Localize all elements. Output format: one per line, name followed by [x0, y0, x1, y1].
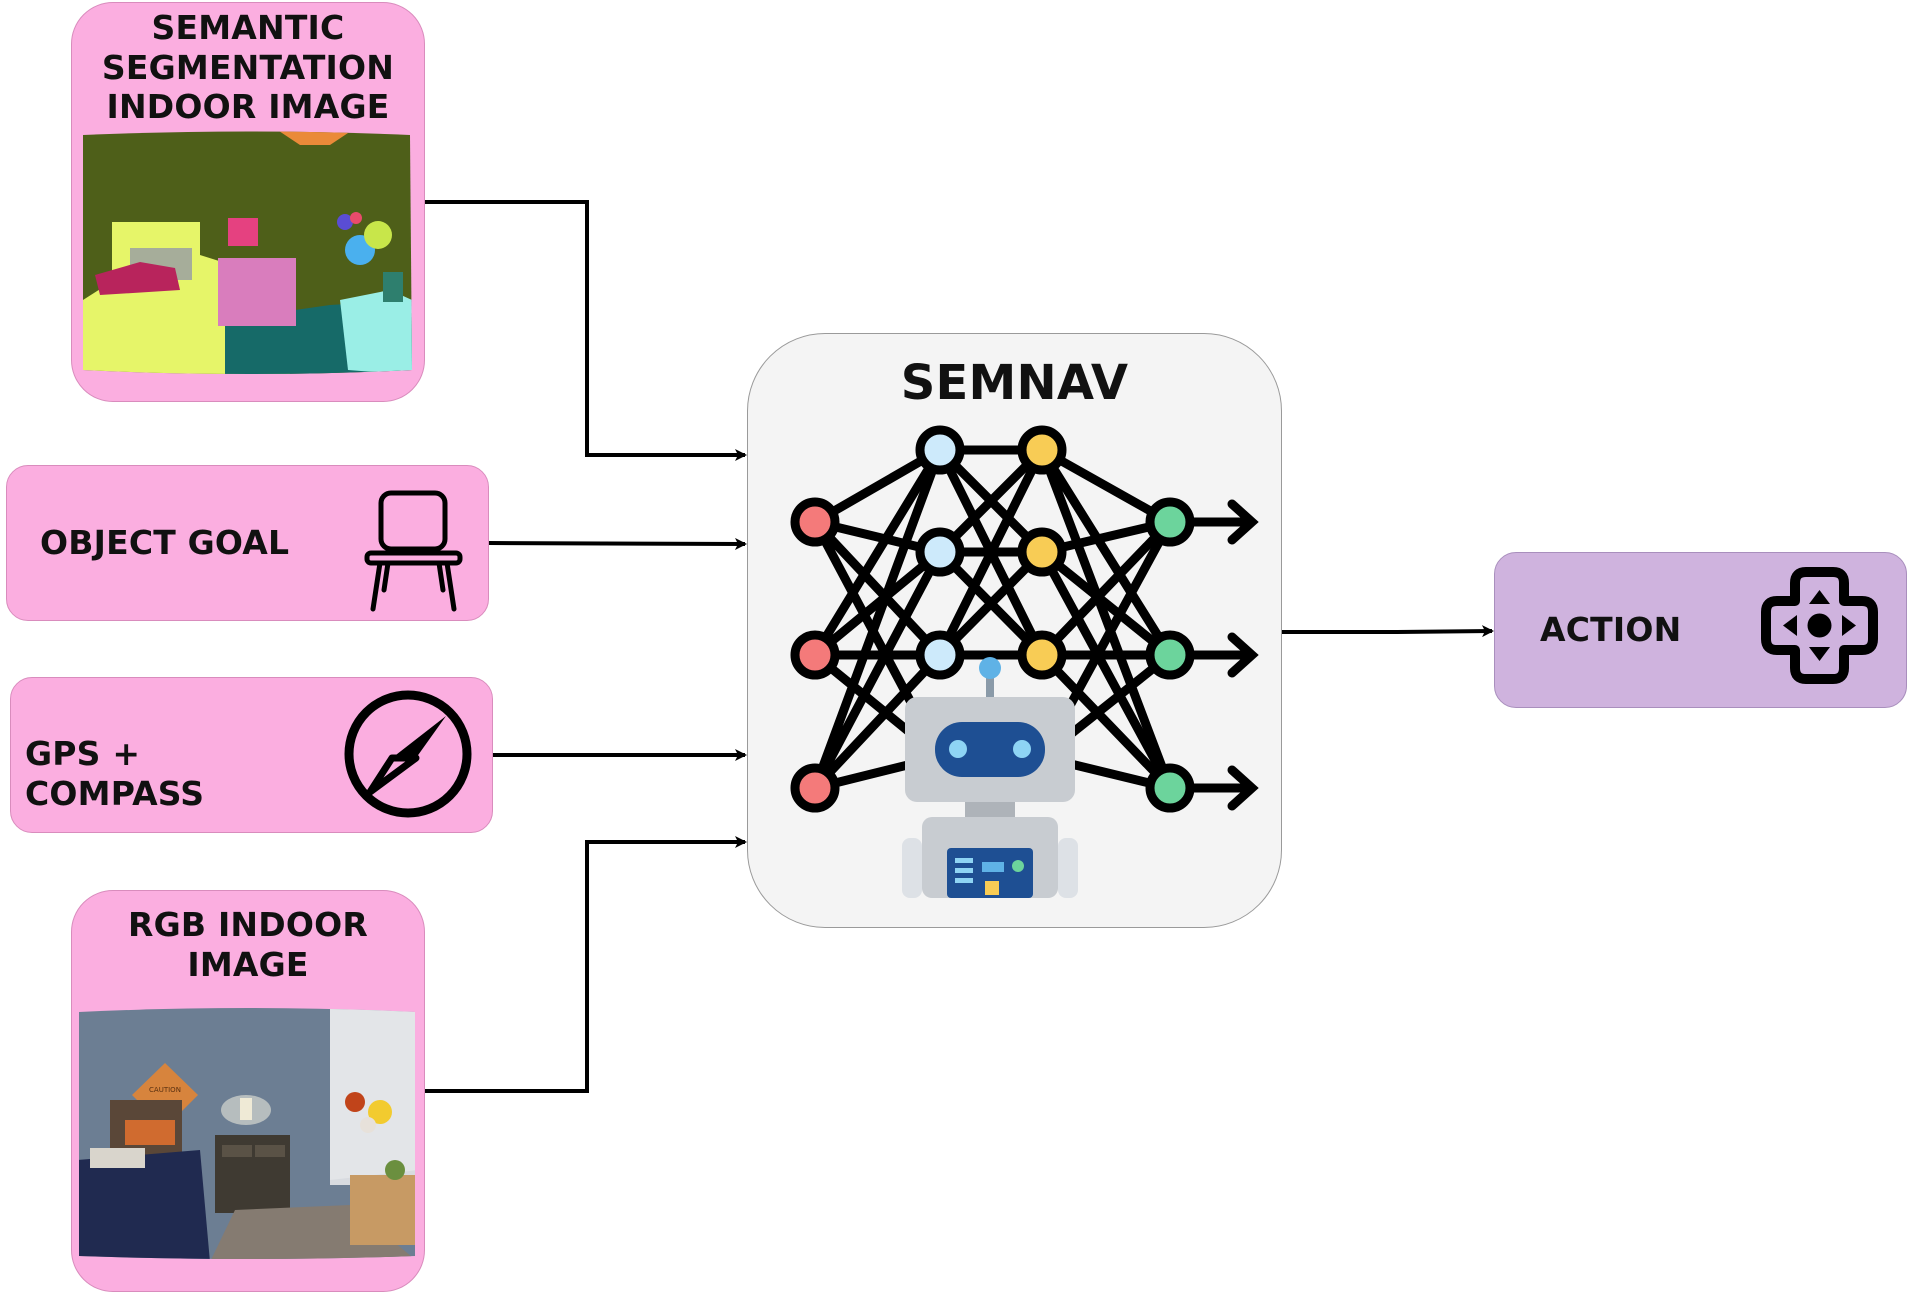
compass-icon	[344, 690, 472, 818]
rgb-title: RGB INDOOR IMAGE	[71, 905, 425, 984]
connectors	[425, 200, 1494, 1093]
semantic-segmentation-image	[83, 131, 412, 374]
arrow-objectgoal-to-semnav	[488, 537, 747, 550]
semantic-title: SEMANTIC SEGMENTATION INDOOR IMAGE	[71, 8, 425, 127]
chair-icon	[364, 490, 463, 612]
semantic-title-line-3: INDOOR IMAGE	[106, 87, 390, 127]
rgb-title-line-1: RGB INDOOR	[128, 905, 368, 944]
robot-icon	[902, 657, 1078, 898]
rgb-title-line-2: IMAGE	[187, 944, 309, 984]
gps-compass-label: GPS + COMPASS	[25, 734, 205, 813]
semantic-title-line-2: SEGMENTATION	[101, 47, 395, 87]
arrow-rgb-to-semnav	[425, 836, 747, 1093]
rgb-room-image: CAUTION	[79, 1008, 415, 1259]
dpad-icon	[1761, 567, 1878, 684]
semnav-title: SEMNAV	[900, 355, 1129, 411]
arrow-semantic-to-semnav	[425, 200, 747, 461]
neural-network-robot-icon	[790, 425, 1259, 898]
arrow-semnav-to-action	[1282, 625, 1494, 638]
semantic-title-line-1: SEMANTIC	[151, 8, 345, 47]
sign-text: CAUTION	[149, 1086, 181, 1094]
action-label: ACTION	[1540, 610, 1682, 649]
object-goal-label: OBJECT GOAL	[40, 523, 290, 562]
